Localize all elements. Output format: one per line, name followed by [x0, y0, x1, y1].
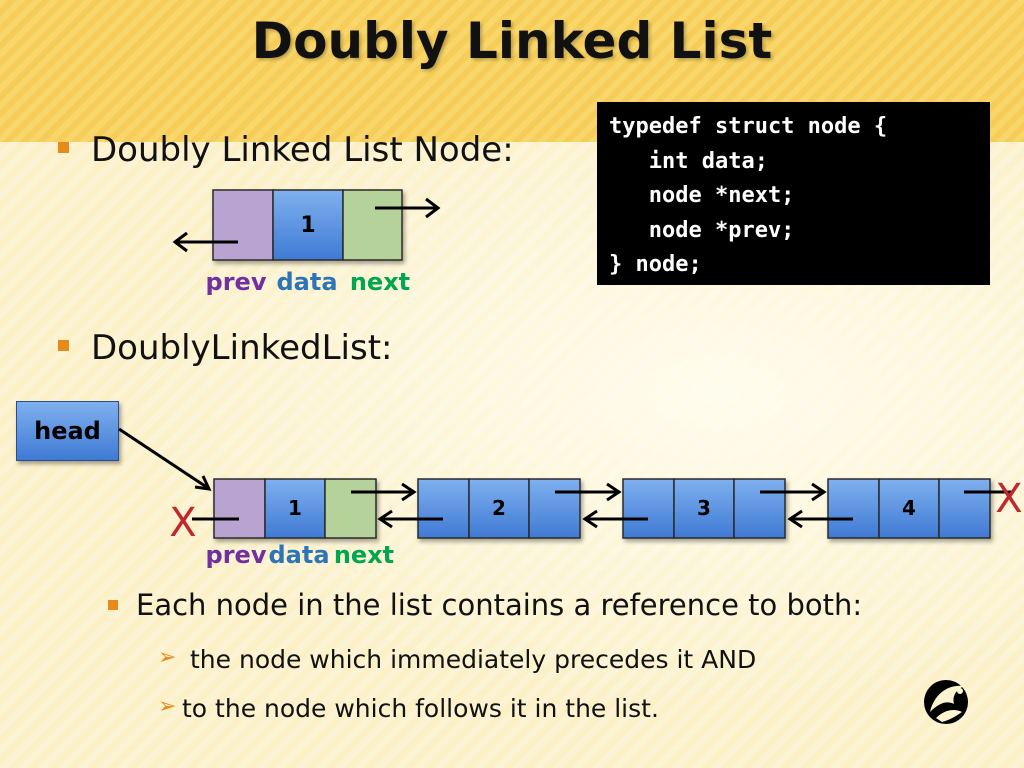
- bullet-marker-1: [58, 142, 69, 153]
- code-line: int data;: [609, 148, 768, 174]
- prev-cell: [827, 478, 880, 539]
- null-marker-left: X: [169, 500, 196, 546]
- point-2-text: to the node which follows it in the list…: [182, 694, 659, 723]
- prev-cell: [622, 478, 675, 539]
- each-node-text: Each node in the list contains a referen…: [136, 588, 863, 622]
- head-pointer-box: head: [16, 401, 119, 461]
- prev-label: prev: [206, 541, 267, 569]
- code-line: node *prev;: [609, 217, 795, 243]
- next-cell: [324, 478, 377, 539]
- code-line: } node;: [609, 252, 702, 277]
- next-cell: [342, 189, 403, 261]
- prev-arrow: [582, 509, 648, 529]
- data-cell: [673, 478, 735, 539]
- next-label: next: [350, 268, 410, 296]
- null-marker-right: X: [995, 476, 1022, 522]
- data-cell: [468, 478, 530, 539]
- prev-arrow: [377, 509, 443, 529]
- prev-cell: [213, 478, 266, 539]
- next-cell: [528, 478, 581, 539]
- next-arrow: [555, 482, 622, 502]
- node-value: 2: [492, 496, 506, 520]
- list-node-3: [622, 478, 786, 539]
- node-heading: Doubly Linked List Node:: [91, 130, 514, 170]
- next-cell: [938, 478, 991, 539]
- list-node-4: [827, 478, 991, 539]
- sub-bullet-marker: [108, 600, 118, 610]
- bullet-marker-2: [58, 340, 69, 351]
- prev-label: prev: [206, 268, 267, 296]
- next-arrow: [760, 482, 827, 502]
- prev-cell: [212, 189, 274, 261]
- single-node: [212, 189, 403, 261]
- next-arrow: [375, 197, 441, 219]
- data-cell: [264, 478, 326, 539]
- code-block: typedef struct node { int data; node *ne…: [597, 102, 990, 285]
- prev-arrow: [787, 509, 853, 529]
- list-node-1: [213, 478, 377, 539]
- code-line: typedef struct node {: [609, 114, 888, 139]
- arrow-bullet-icon: ➢: [158, 694, 177, 719]
- node-value: 1: [288, 496, 302, 520]
- node-value: 1: [300, 213, 315, 238]
- list-node-2: [417, 478, 581, 539]
- head-label: head: [34, 417, 101, 445]
- prev-arrow: [172, 231, 238, 253]
- list-heading: DoublyLinkedList:: [91, 328, 393, 368]
- node-value: 3: [697, 496, 711, 520]
- prev-cell: [417, 478, 470, 539]
- arrow-bullet-icon: ➢: [158, 645, 177, 670]
- node-value: 4: [902, 496, 916, 520]
- head-arrow: [118, 427, 212, 491]
- code-line: node *next;: [609, 183, 795, 208]
- next-label: next: [334, 541, 394, 569]
- next-cell: [733, 478, 786, 539]
- university-logo-icon: [924, 680, 968, 724]
- data-label: data: [268, 541, 329, 569]
- slide-title: Doubly Linked List: [251, 12, 773, 70]
- data-label: data: [276, 268, 337, 296]
- next-arrow: [351, 482, 417, 502]
- point-1-text: the node which immediately precedes it A…: [190, 645, 757, 674]
- data-cell: [272, 189, 344, 261]
